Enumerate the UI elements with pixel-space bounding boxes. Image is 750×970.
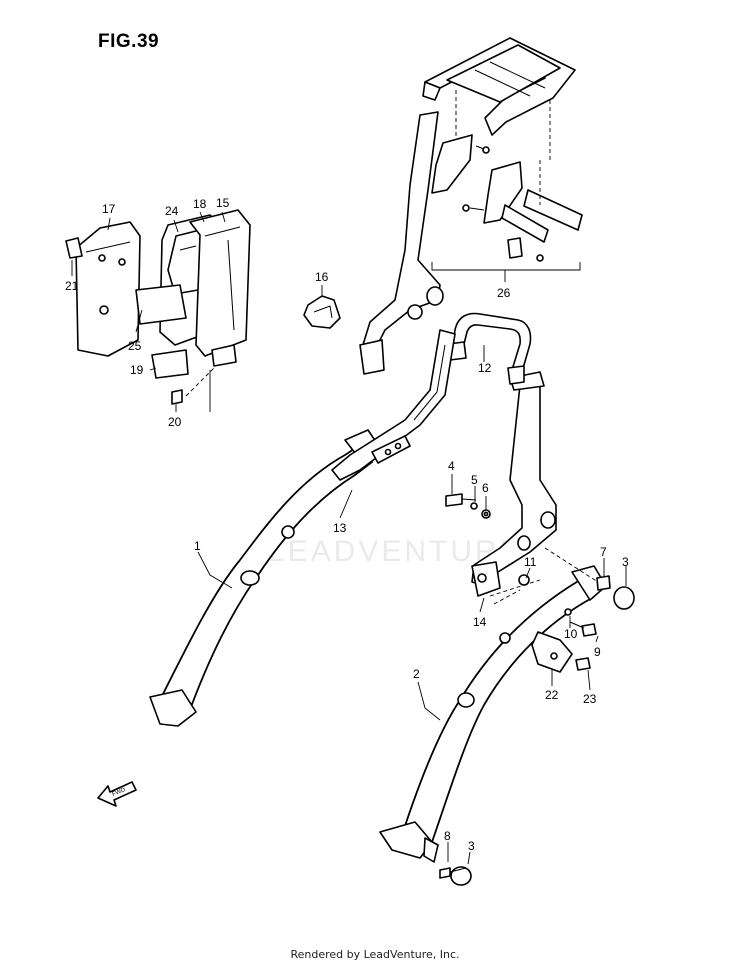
callout-2: 2 bbox=[413, 667, 420, 681]
rear-carrier-assembly bbox=[359, 37, 583, 375]
callout-7: 7 bbox=[600, 545, 607, 559]
frame-pipe-right bbox=[379, 565, 607, 863]
callout-18: 18 bbox=[193, 197, 207, 211]
clamp-16 bbox=[303, 295, 341, 329]
seat-arm bbox=[331, 329, 456, 481]
callout-20: 20 bbox=[168, 415, 182, 429]
fwd-arrow-icon: FWD bbox=[97, 781, 137, 807]
leader-lines bbox=[71, 211, 627, 865]
callout-17: 17 bbox=[102, 202, 116, 216]
callout-9: 9 bbox=[594, 645, 601, 659]
figure-title: FIG.39 bbox=[98, 31, 160, 52]
callout-15: 15 bbox=[216, 196, 230, 210]
callout-4: 4 bbox=[448, 459, 455, 473]
storage-box-assembly bbox=[65, 209, 251, 412]
backrest-frame bbox=[471, 371, 557, 597]
callout-13: 13 bbox=[333, 521, 347, 535]
callout-1: 1 bbox=[194, 539, 201, 553]
fwd-label: FWD bbox=[112, 787, 128, 798]
callout-3a: 3 bbox=[622, 555, 629, 569]
hardware bbox=[439, 493, 635, 886]
callout-11: 11 bbox=[524, 555, 537, 569]
grab-handle bbox=[447, 312, 532, 385]
callout-6: 6 bbox=[482, 481, 489, 495]
callout-14: 14 bbox=[473, 615, 487, 629]
callout-25: 25 bbox=[128, 339, 142, 353]
callout-8: 8 bbox=[444, 829, 451, 843]
callout-24: 24 bbox=[165, 204, 179, 218]
callout-26: 26 bbox=[497, 286, 511, 300]
callout-12: 12 bbox=[478, 361, 492, 375]
callout-21: 21 bbox=[65, 279, 79, 293]
callout-3b: 3 bbox=[468, 839, 475, 853]
footer-credit: Rendered by LeadVenture, Inc. bbox=[290, 948, 460, 961]
callout-5: 5 bbox=[471, 473, 478, 487]
callout-23: 23 bbox=[583, 692, 597, 706]
callout-16: 16 bbox=[315, 270, 329, 284]
callout-labels: 1 2 3 3 4 5 6 7 8 9 10 11 12 13 14 15 16… bbox=[65, 196, 629, 853]
callout-19: 19 bbox=[130, 363, 144, 377]
callout-22: 22 bbox=[545, 688, 559, 702]
callout-10: 10 bbox=[564, 627, 578, 641]
